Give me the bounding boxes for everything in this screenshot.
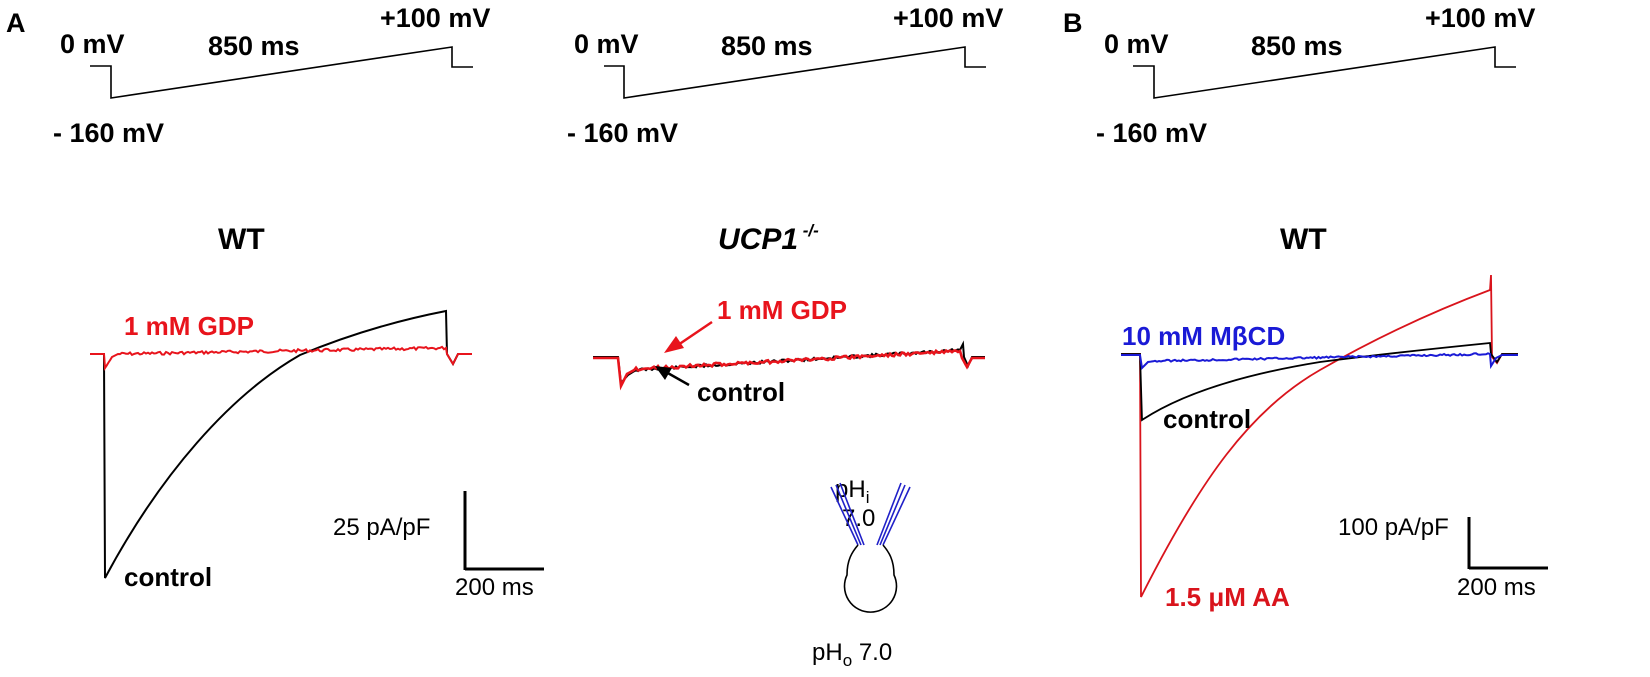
gdp-label: 1 mM GDP: [124, 311, 254, 341]
pipette-wall: [879, 484, 906, 546]
scale-y-label: 100 pA/pF: [1338, 514, 1449, 541]
control-label: control: [124, 562, 212, 592]
panel-title: WT: [218, 223, 265, 256]
panel-title-gene: UCP1: [718, 223, 798, 256]
voltage-protocol-3: 0 mV 850 ms +100 mV - 160 mV: [1096, 3, 1535, 148]
ph-prefix: pH: [835, 476, 866, 503]
protocol-start-label: - 160 mV: [567, 118, 678, 148]
ph-external-subscript: o: [843, 651, 852, 670]
protocol-trace: [1133, 46, 1516, 99]
control-trace: [593, 340, 985, 386]
control-arrow-head: [655, 366, 672, 380]
voltage-protocol-1: 0 mV 850 ms +100 mV - 160 mV: [53, 3, 490, 148]
protocol-end-label: +100 mV: [380, 3, 490, 33]
ph-internal-label: pHi: [835, 476, 869, 507]
mbcd-label: 10 mM MβCD: [1122, 321, 1285, 351]
protocol-trace: [604, 46, 986, 99]
gdp-trace: [90, 345, 472, 371]
pipette-wall: [876, 482, 902, 546]
panel-title-genotype: -/-: [798, 221, 819, 240]
aa-trace: [1121, 274, 1518, 598]
aa-label: 1.5 μM AA: [1165, 582, 1290, 612]
gdp-arrow-shaft: [677, 320, 713, 347]
scale-y-label: 25 pA/pF: [333, 514, 430, 541]
gdp-arrow: [664, 320, 713, 353]
protocol-hold-label: 0 mV: [574, 29, 639, 59]
panel-letter-b: B: [1063, 8, 1083, 38]
cell-icon: [843, 544, 898, 613]
patch-pipette-icon: [830, 482, 911, 546]
control-trace: [1121, 342, 1518, 422]
control-trace: [90, 309, 472, 579]
protocol-start-label: - 160 mV: [1096, 118, 1207, 148]
protocol-duration-label: 850 ms: [1251, 31, 1343, 61]
control-arrow-shaft: [665, 370, 690, 387]
panel-title: UCP1 -/-: [718, 221, 819, 256]
gdp-trace: [593, 348, 985, 391]
ph-external-value: 7.0: [852, 639, 892, 666]
pipette-wall: [830, 486, 859, 546]
control-label: control: [697, 377, 785, 407]
protocol-hold-label: 0 mV: [1104, 29, 1169, 59]
scale-bar: 100 pA/pF 200 ms: [1338, 514, 1548, 601]
gdp-label: 1 mM GDP: [717, 295, 847, 325]
panel-title: WT: [1280, 223, 1327, 256]
scale-x-label: 200 ms: [455, 574, 534, 601]
protocol-duration-label: 850 ms: [208, 31, 300, 61]
gdp-arrow-head: [664, 336, 684, 353]
ph-internal-subscript: i: [866, 488, 870, 507]
pipette-wall: [839, 482, 865, 546]
mbcd-trace: [1121, 352, 1518, 371]
ph-external-label: pHo 7.0: [812, 639, 892, 670]
pipette-wall: [835, 484, 862, 546]
voltage-protocol-2: 0 mV 850 ms +100 mV - 160 mV: [567, 3, 1003, 148]
panel-letter-a: A: [6, 8, 26, 38]
protocol-trace: [90, 46, 473, 99]
whole-cell-schematic: pHi 7.0 pHo 7.0: [812, 476, 911, 670]
protocol-start-label: - 160 mV: [53, 118, 164, 148]
scale-bar: 25 pA/pF 200 ms: [333, 491, 544, 601]
control-label: control: [1163, 404, 1251, 434]
panel-wt-right: WT 10 mM MβCD control 1.5 μM AA 100 pA/p…: [1121, 223, 1548, 612]
scale-x-label: 200 ms: [1457, 574, 1536, 601]
panel-ucp1-ko: UCP1 -/- 1 mM GDP control pHi 7.0: [593, 221, 985, 670]
protocol-end-label: +100 mV: [893, 3, 1003, 33]
protocol-hold-label: 0 mV: [60, 29, 125, 59]
control-arrow: [655, 366, 690, 387]
protocol-duration-label: 850 ms: [721, 31, 813, 61]
ph-prefix: pH: [812, 639, 843, 666]
ph-internal-value: 7.0: [842, 505, 875, 532]
pipette-wall: [882, 486, 911, 546]
protocol-end-label: +100 mV: [1425, 3, 1535, 33]
panel-wt-left: WT 1 mM GDP control 25 pA/pF 200 ms: [90, 223, 544, 601]
